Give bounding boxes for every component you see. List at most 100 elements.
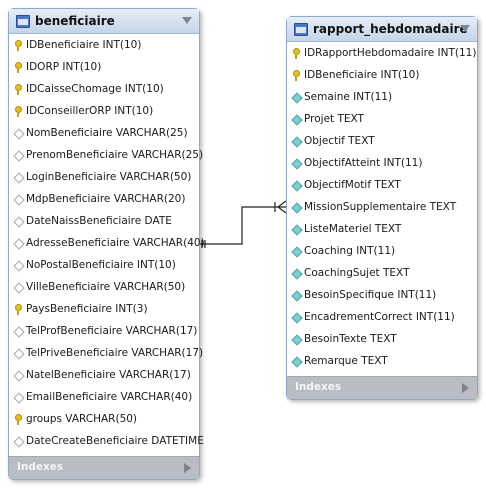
- column-row[interactable]: VilleBeneficiaire VARCHAR(50): [9, 277, 199, 299]
- column-row[interactable]: IDConseillerORP INT(10): [9, 101, 199, 123]
- column-label: IDORP INT(10): [26, 61, 102, 73]
- collapse-arrow-icon[interactable]: [182, 17, 192, 24]
- teal-diamond-icon: [291, 224, 303, 236]
- column-row[interactable]: Remarque TEXT: [287, 351, 477, 373]
- column-label: CoachingSujet TEXT: [304, 267, 410, 279]
- key-icon: [293, 70, 300, 81]
- column-row[interactable]: ObjectifMotif TEXT: [287, 175, 477, 197]
- column-row[interactable]: groups VARCHAR(50): [9, 409, 199, 431]
- column-label: Projet TEXT: [304, 113, 364, 125]
- column-row[interactable]: NoPostalBeneficiaire INT(10): [9, 255, 199, 277]
- table-header[interactable]: beneficiaire: [9, 9, 199, 34]
- indexes-bar[interactable]: Indexes: [287, 376, 477, 399]
- column-row[interactable]: IDCaisseChomage INT(10): [9, 79, 199, 101]
- column-row[interactable]: TelProfBeneficiaire VARCHAR(17): [9, 321, 199, 343]
- column-label: DateCreateBeneficiaire DATETIME: [26, 435, 204, 447]
- key-icon: [15, 414, 22, 425]
- column-row[interactable]: BesoinSpecifique INT(11): [287, 285, 477, 307]
- table-title: beneficiaire: [35, 14, 115, 28]
- collapse-arrow-icon[interactable]: [460, 25, 470, 32]
- diamond-icon: [13, 260, 25, 272]
- column-row[interactable]: Coaching INT(11): [287, 241, 477, 263]
- column-row[interactable]: NomBeneficiaire VARCHAR(25): [9, 123, 199, 145]
- column-row[interactable]: NatelBeneficiaire VARCHAR(17): [9, 365, 199, 387]
- diamond-icon: [13, 348, 25, 360]
- teal-diamond-icon: [291, 180, 303, 192]
- teal-diamond-icon: [291, 268, 303, 280]
- column-row[interactable]: Semaine INT(11): [287, 87, 477, 109]
- table-icon: [16, 15, 30, 28]
- column-label: BesoinSpecifique INT(11): [304, 289, 437, 301]
- column-label: EncadrementCorrect INT(11): [304, 311, 455, 323]
- column-label: IDRapportHebdomadaire INT(11): [304, 47, 477, 59]
- column-row[interactable]: CoachingSujet TEXT: [287, 263, 477, 285]
- column-label: BesoinTexte TEXT: [304, 333, 397, 345]
- column-label: NomBeneficiaire VARCHAR(25): [26, 127, 188, 139]
- column-label: DateNaissBeneficiaire DATE: [26, 215, 172, 227]
- column-row[interactable]: DateCreateBeneficiaire DATETIME: [9, 431, 204, 453]
- column-row[interactable]: PrenomBeneficiaire VARCHAR(25): [9, 145, 203, 167]
- table-beneficiaire[interactable]: beneficiaire IDBeneficiaire INT(10) IDORP…: [8, 8, 205, 480]
- key-icon: [15, 62, 22, 73]
- expand-arrow-icon[interactable]: [462, 383, 469, 393]
- teal-diamond-icon: [291, 202, 303, 214]
- diamond-icon: [13, 282, 25, 294]
- diamond-icon: [13, 238, 25, 250]
- column-label: Remarque TEXT: [304, 355, 388, 367]
- diamond-icon: [13, 370, 25, 382]
- column-row[interactable]: DateNaissBeneficiaire DATE: [9, 211, 199, 233]
- column-row[interactable]: EmailBeneficiaire VARCHAR(40): [9, 387, 199, 409]
- key-icon: [293, 48, 300, 59]
- expand-arrow-icon[interactable]: [184, 463, 191, 473]
- diamond-icon: [13, 128, 25, 140]
- column-label: VilleBeneficiaire VARCHAR(50): [26, 281, 186, 293]
- column-label: ObjectifAtteint INT(11): [304, 157, 423, 169]
- teal-diamond-icon: [291, 334, 303, 346]
- teal-diamond-icon: [291, 246, 303, 258]
- table-header[interactable]: rapport_hebdomadaire: [287, 17, 477, 42]
- indexes-label: Indexes: [295, 381, 342, 393]
- column-row[interactable]: Projet TEXT: [287, 109, 477, 131]
- column-label: Objectif TEXT: [304, 135, 375, 147]
- column-list: IDBeneficiaire INT(10) IDORP INT(10) IDCai…: [9, 34, 205, 453]
- column-label: ObjectifMotif TEXT: [304, 179, 401, 191]
- diamond-icon: [13, 172, 25, 184]
- column-row[interactable]: ObjectifAtteint INT(11): [287, 153, 477, 175]
- teal-diamond-icon: [291, 290, 303, 302]
- diamond-icon: [13, 216, 25, 228]
- column-row[interactable]: Objectif TEXT: [287, 131, 477, 153]
- column-row[interactable]: EncadrementCorrect INT(11): [287, 307, 477, 329]
- column-label: AdresseBeneficiaire VARCHAR(40): [26, 237, 205, 249]
- table-rapport-hebdomadaire[interactable]: rapport_hebdomadaire IDRapportHebdomadai…: [286, 16, 478, 400]
- column-label: IDCaisseChomage INT(10): [26, 83, 164, 95]
- column-row[interactable]: MissionSupplementaire TEXT: [287, 197, 477, 219]
- column-row[interactable]: TelPriveBeneficiaire VARCHAR(17): [9, 343, 203, 365]
- column-row[interactable]: PaysBeneficiaire INT(3): [9, 299, 199, 321]
- column-row[interactable]: IDBeneficiaire INT(10): [287, 65, 477, 87]
- column-label: LoginBeneficiaire VARCHAR(50): [26, 171, 192, 183]
- column-label: MdpBeneficiaire VARCHAR(20): [26, 193, 186, 205]
- key-icon: [15, 84, 22, 95]
- column-row[interactable]: LoginBeneficiaire VARCHAR(50): [9, 167, 199, 189]
- column-row[interactable]: AdresseBeneficiaire VARCHAR(40): [9, 233, 205, 255]
- table-title: rapport_hebdomadaire: [313, 22, 468, 36]
- indexes-bar[interactable]: Indexes: [9, 456, 199, 479]
- column-label: NatelBeneficiaire VARCHAR(17): [26, 369, 191, 381]
- column-label: IDConseillerORP INT(10): [26, 105, 154, 117]
- key-icon: [15, 40, 22, 51]
- column-label: IDBeneficiaire INT(10): [26, 39, 142, 51]
- diamond-icon: [13, 194, 25, 206]
- table-icon: [294, 23, 308, 36]
- column-row[interactable]: MdpBeneficiaire VARCHAR(20): [9, 189, 199, 211]
- diamond-icon: [13, 436, 25, 448]
- teal-diamond-icon: [291, 158, 303, 170]
- column-list: IDRapportHebdomadaire INT(11) IDBeneficia…: [287, 42, 477, 373]
- column-row[interactable]: IDRapportHebdomadaire INT(11): [287, 43, 477, 65]
- column-row[interactable]: BesoinTexte TEXT: [287, 329, 477, 351]
- column-row[interactable]: IDBeneficiaire INT(10): [9, 35, 199, 57]
- column-row[interactable]: IDORP INT(10): [9, 57, 199, 79]
- column-label: ListeMateriel TEXT: [304, 223, 402, 235]
- column-label: PaysBeneficiaire INT(3): [26, 303, 148, 315]
- column-row[interactable]: ListeMateriel TEXT: [287, 219, 477, 241]
- teal-diamond-icon: [291, 356, 303, 368]
